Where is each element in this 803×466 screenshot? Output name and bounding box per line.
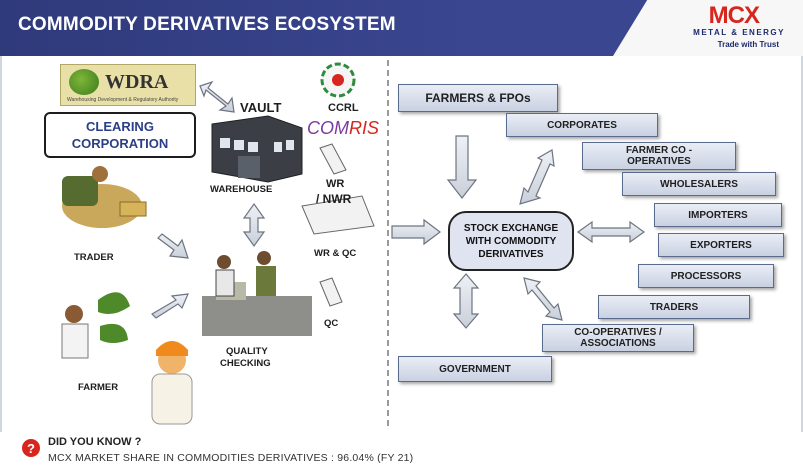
trader-quality-arrow: [157, 233, 189, 259]
comris-part-b: RIS: [349, 118, 380, 138]
mcx-logo: MCX METAL & ENERGY Trade with Trust: [613, 0, 803, 56]
slide-body: WDRA Warehousing Development & Regulator…: [2, 56, 801, 432]
government-label: GOVERNMENT: [439, 363, 511, 375]
farmer-quality-arrow: [151, 293, 189, 319]
did-you-know-heading: DID YOU KNOW ?: [48, 436, 142, 448]
exchange-government-arrow: [452, 273, 480, 329]
did-you-know-footer: ? DID YOU KNOW ? MCX MARKET SHARE IN COM…: [0, 432, 803, 466]
exchange-cooperatives-arrow: [523, 277, 563, 321]
slide-title: COMMODITY DERIVATIVES ECOSYSTEM: [18, 14, 396, 35]
farmer-label: FARMER: [78, 382, 119, 393]
farmers-fpos-label: FARMERS & FPOs: [425, 91, 531, 105]
participant-box-corporates: CORPORATES: [506, 113, 658, 137]
vault-label: VAULT: [240, 100, 282, 115]
wdra-subtitle: Warehousing Development & Regulatory Aut…: [67, 97, 179, 103]
wr-label: WR: [326, 178, 345, 190]
participant-label: WHOLESALERS: [660, 178, 738, 190]
stock-exchange-label: STOCK EXCHANGE WITH COMMODITY DERIVATIVE…: [463, 222, 559, 260]
participant-label: PROCESSORS: [670, 270, 742, 282]
participant-box-traders: TRADERS: [598, 295, 750, 319]
exchange-importers-arrow: [576, 220, 646, 244]
participant-label: EXPORTERS: [690, 239, 752, 251]
participant-box-wholesalers: WHOLESALERS: [622, 172, 776, 196]
participant-label: CORPORATES: [547, 119, 617, 131]
left-to-exchange-arrow: [391, 218, 441, 246]
participant-box-farmer-cooperatives: FARMER CO - OPERATIVES: [582, 142, 736, 170]
stock-exchange-node: STOCK EXCHANGE WITH COMMODITY DERIVATIVE…: [448, 211, 574, 271]
comris-logo: COMRIS: [307, 118, 379, 139]
participant-label: TRADERS: [649, 301, 699, 313]
quality-label: QUALITY: [226, 346, 268, 357]
clearing-corporation-box: CLEARING CORPORATION: [44, 112, 196, 158]
wdra-logo: WDRA Warehousing Development & Regulator…: [60, 64, 196, 106]
farmers-fpos-box: FARMERS & FPOs: [398, 84, 558, 112]
wdra-warehouse-arrow: [199, 80, 235, 113]
question-icon: ?: [22, 439, 40, 457]
warehouse-icon: [211, 115, 303, 183]
wdra-name: WDRA: [105, 71, 169, 93]
nwr-label: / NWR: [316, 192, 352, 206]
warehouse-label: WAREHOUSE: [210, 184, 273, 195]
wr-qc-label: WR & QC: [314, 248, 357, 259]
panel-divider: [387, 60, 389, 426]
participant-box-importers: IMPORTERS: [654, 203, 782, 227]
participant-label: CO-OPERATIVES / ASSOCIATIONS: [574, 327, 662, 349]
checking-label: CHECKING: [220, 358, 271, 369]
participant-box-exporters: EXPORTERS: [658, 233, 784, 257]
ccrl-emblem-icon: [320, 62, 356, 98]
slide-header: COMMODITY DERIVATIVES ECOSYSTEM MCX META…: [0, 0, 803, 56]
mcx-logo-subtitle: METAL & ENERGY: [693, 28, 785, 37]
government-box: GOVERNMENT: [398, 356, 552, 382]
clearing-corporation-label: CLEARING CORPORATION: [71, 119, 169, 151]
participant-box-cooperatives-associations: CO-OPERATIVES / ASSOCIATIONS: [542, 324, 694, 352]
market-share-fact: MCX MARKET SHARE IN COMMODITIES DERIVATI…: [48, 452, 414, 464]
warehouse-quality-arrow: [242, 202, 266, 248]
wr-document-icon: [301, 143, 375, 307]
mcx-logo-tagline: Trade with Trust: [717, 40, 779, 49]
participant-box-processors: PROCESSORS: [638, 264, 774, 288]
qc-label: QC: [324, 318, 339, 329]
comris-part-a: COM: [307, 118, 349, 138]
trader-label: TRADER: [74, 252, 114, 263]
farmer-illustration-icon: [61, 292, 193, 425]
diagram-arrows: [61, 62, 646, 425]
trader-illustration-icon: [62, 166, 147, 228]
exchange-corporates-arrow: [519, 149, 555, 205]
quality-checking-illustration-icon: [202, 251, 312, 336]
mcx-logo-text: MCX: [708, 2, 760, 29]
ccrl-label: CCRL: [328, 102, 359, 114]
participant-label: IMPORTERS: [688, 209, 748, 221]
participant-label: FARMER CO - OPERATIVES: [625, 145, 693, 167]
wdra-leaf-icon: [69, 69, 99, 95]
farmers-exchange-arrow: [446, 135, 478, 199]
